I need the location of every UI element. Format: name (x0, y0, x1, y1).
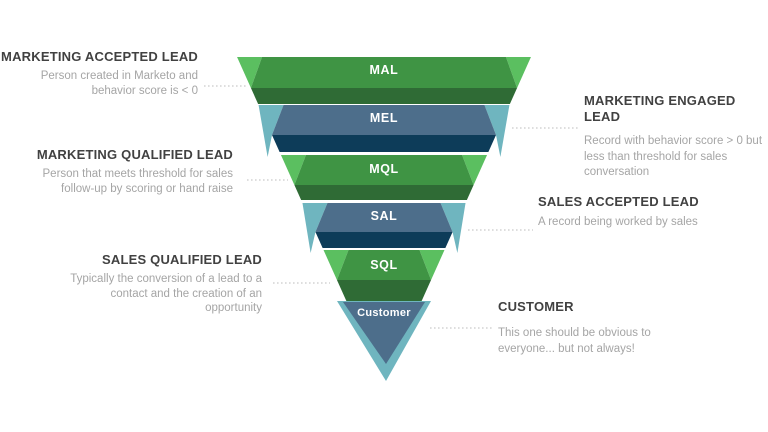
bevel-right-mel (484, 105, 510, 157)
face-mal (250, 57, 518, 88)
annotation-title: MARKETING ACCEPTED LEAD (1, 49, 198, 64)
bevel-left-mel (258, 105, 284, 157)
annotation-line: less than threshold for sales (584, 150, 728, 163)
face-mql (294, 155, 474, 185)
annotation-line: Record with behavior score > 0 but (584, 135, 763, 147)
annotation-title: MARKETING ENGAGED LEAD (584, 93, 736, 124)
annotation-title: CUSTOMER (498, 299, 574, 314)
annotation-customer: CUSTOMER This one should be obvious to e… (498, 299, 710, 357)
band-sal (315, 232, 453, 248)
funnel-stage-label-sal: SAL (370, 209, 398, 223)
annotation-sales-qualified-lead: SALES QUALIFIED LEAD Typically the conve… (0, 252, 262, 316)
funnel-stage-label-mal: MAL (369, 63, 399, 77)
annotation-line: conversation (584, 166, 650, 178)
annotation-line: follow-up by scoring or hand raise (61, 182, 233, 195)
annotation-sales-accepted-lead: SALES ACCEPTED LEAD A record being worke… (538, 194, 750, 231)
annotation-marketing-accepted-lead: MARKETING ACCEPTED LEAD Person created i… (0, 49, 198, 98)
bevel-right-sal (440, 203, 466, 253)
funnel-stage-label-mql: MQL (369, 162, 399, 176)
bevel-left-mql (280, 155, 306, 185)
annotation-marketing-qualified-lead: MARKETING QUALIFIED LEAD Person that mee… (0, 147, 233, 196)
band-sql (336, 280, 432, 301)
face-mel (272, 105, 496, 135)
annotation-line: Person that meets threshold for sales (42, 168, 234, 180)
annotation-line: behavior score is < 0 (91, 84, 198, 97)
annotation-marketing-engaged-lead: MARKETING ENGAGED LEAD Record with behav… (584, 93, 768, 181)
annotation-line: Typically the conversion of a lead to a (70, 273, 262, 285)
bevel-right-mql (462, 155, 488, 185)
bevel-right-sql (419, 250, 445, 280)
band-mel (272, 135, 496, 152)
annotation-title: SALES ACCEPTED LEAD (538, 194, 699, 209)
band-mql (294, 185, 474, 200)
annotation-line: everyone... but not always! (498, 343, 635, 355)
band-mal (250, 88, 518, 104)
bevel-left-sal (302, 203, 328, 253)
annotation-title: MARKETING QUALIFIED LEAD (36, 147, 233, 162)
bevel-left-mal (237, 57, 263, 88)
annotation-line: This one should be obvious to (498, 327, 651, 339)
face-sql (336, 250, 432, 280)
annotation-line: A record being worked by sales (538, 216, 698, 228)
annotation-title: SALES QUALIFIED LEAD (101, 252, 262, 267)
annotation-line: Person created in Marketo and (40, 70, 198, 82)
annotation-line: opportunity (205, 302, 262, 314)
face-sal (315, 203, 453, 232)
bevel-right-mal (505, 57, 531, 88)
funnel-stage-label-sql: SQL (370, 258, 398, 272)
face-customer (343, 302, 425, 364)
annotation-line: contact and the creation of an (110, 287, 262, 300)
funnel-stage-label-mel: MEL (369, 111, 399, 125)
bevel-left-sql (323, 250, 349, 280)
funnel-stage-label-customer: Customer (357, 307, 411, 319)
